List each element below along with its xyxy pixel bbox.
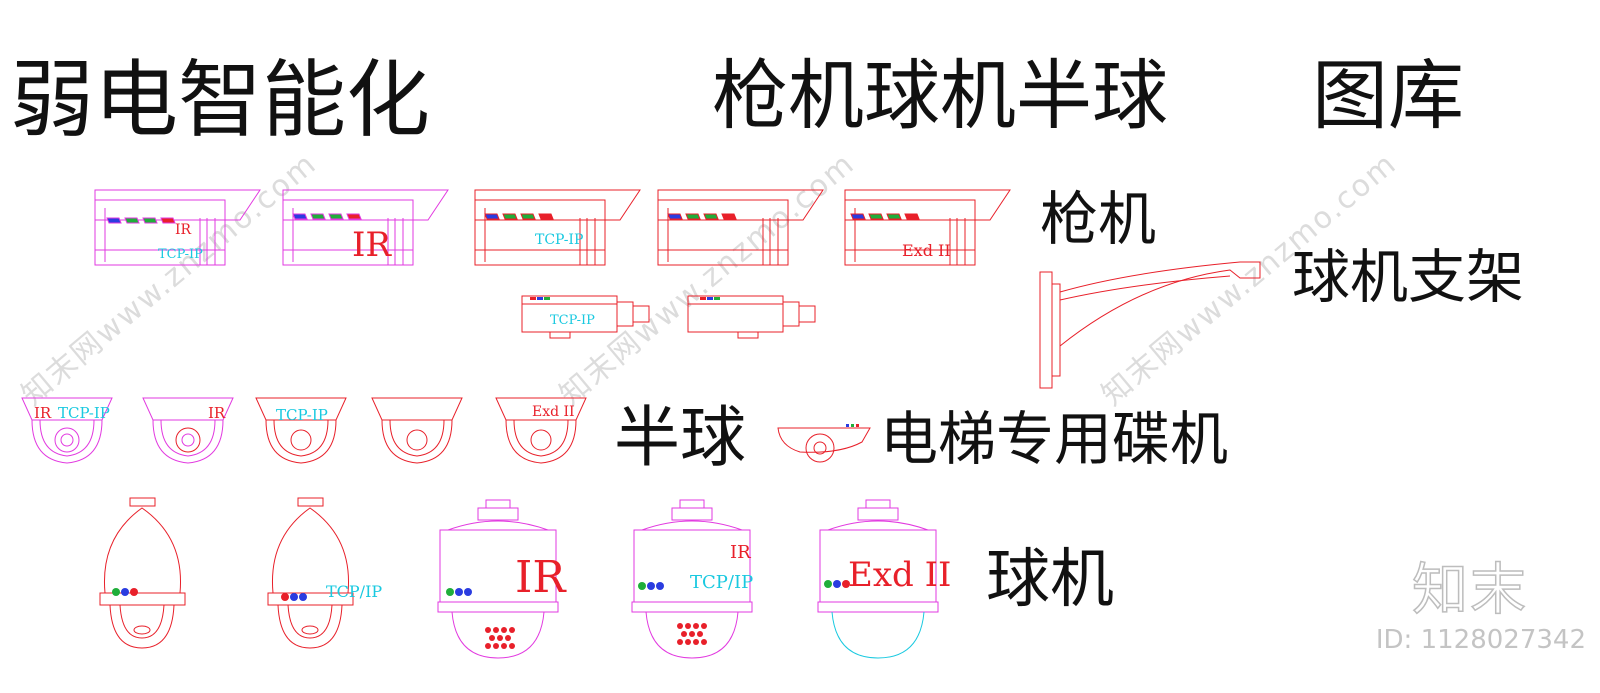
mark-tcp-ip: TCP-IP — [535, 232, 583, 248]
box-camera — [687, 295, 816, 339]
label-dome-bracket: 球机支架 — [1292, 243, 1525, 311]
image-id: ID: 1128027342 — [1375, 625, 1586, 655]
mark-exd: Exd II — [532, 404, 575, 420]
label-elevator-camera: 电梯专用碟机 — [880, 405, 1229, 473]
mark-ir: IR — [730, 542, 751, 563]
mark-tcp-slash-ip: TCP/IP — [690, 572, 753, 593]
mark-ir: IR — [175, 222, 192, 238]
mark-ir-large: IR — [515, 552, 567, 603]
elevator-camera — [777, 424, 871, 463]
label-bullet-camera: 枪机 — [1040, 185, 1157, 253]
mark-exd-large: Exd II — [848, 555, 951, 595]
mark-tcp-ip: TCP-IP — [550, 313, 595, 328]
dome-bracket — [1039, 261, 1261, 389]
mark-exd: Exd II — [902, 241, 951, 260]
title-left: 弱电智能化 — [10, 51, 431, 149]
brand-watermark: 知末 — [1411, 557, 1528, 624]
mark-tcp-ip: TCP-IP — [158, 247, 203, 262]
mark-ir-large: IR — [352, 225, 392, 265]
mark-ir: IR — [208, 404, 226, 422]
speed-dome-exd — [817, 499, 939, 659]
title-right: 图库 — [1312, 51, 1464, 140]
speed-dome-ir-tcpip — [631, 499, 753, 659]
mark-tcp-ip: TCP-IP — [58, 404, 110, 422]
mark-tcp-ip: TCP-IP — [276, 406, 328, 424]
mark-ir: IR — [34, 404, 52, 422]
bullet-camera-plain — [657, 189, 824, 266]
label-mini-dome: 半球 — [614, 399, 746, 476]
speed-dome — [99, 497, 186, 649]
bullet-camera-tcpip — [474, 189, 641, 266]
speed-dome-ir — [437, 499, 559, 659]
mark-tcp-slash-ip: TCP/IP — [326, 582, 382, 601]
label-speed-dome: 球机 — [986, 543, 1114, 617]
box-camera-tcpip — [521, 295, 650, 339]
speed-dome-tcpip — [267, 497, 354, 649]
title-middle: 枪机球机半球 — [712, 51, 1168, 140]
